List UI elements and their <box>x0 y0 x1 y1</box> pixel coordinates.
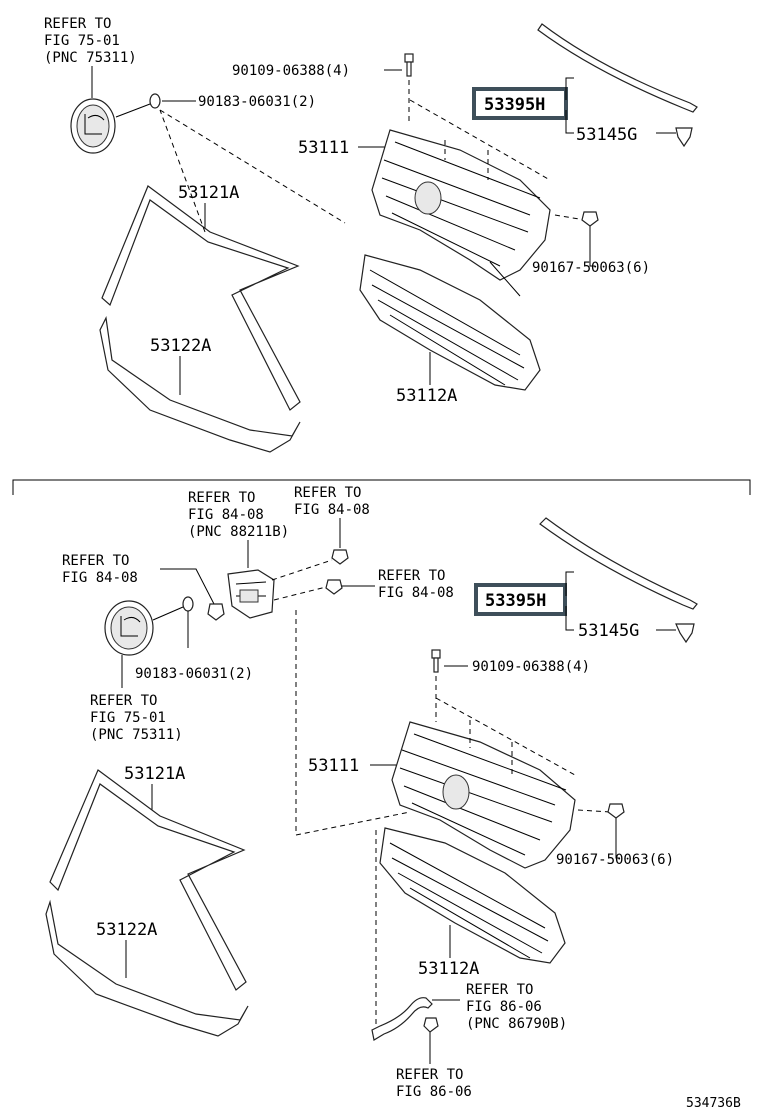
washer-90183-bottom <box>182 596 194 612</box>
bottom-ref-88211-line2[interactable]: FIG 84-08 <box>188 507 264 523</box>
nut-90167-top <box>581 211 599 227</box>
garnish-strip-bottom <box>539 517 698 610</box>
top-part-90183[interactable]: 90183-06031(2) <box>198 94 316 110</box>
bottom-part-53395h[interactable]: 53395H <box>485 591 546 611</box>
bottom-part-53112a[interactable]: 53112A <box>418 959 479 979</box>
bottom-ref-88211-line3[interactable]: (PNC 88211B) <box>188 524 289 540</box>
molding-53122a-top <box>99 316 301 453</box>
bottom-part-53145g[interactable]: 53145G <box>578 621 639 641</box>
top-53395h-box <box>472 87 568 120</box>
top-emblem-ref-line1[interactable]: REFER TO <box>44 16 111 32</box>
clip-53145g-top <box>675 127 693 148</box>
diagram-id: 534736B <box>686 1096 741 1111</box>
bottom-ref-86790-line3[interactable]: (PNC 86790B) <box>466 1016 567 1032</box>
bottom-ref-8408a-line2[interactable]: FIG 84-08 <box>294 502 370 518</box>
wire-harness-86790 <box>371 997 433 1041</box>
bottom-emblem-ref-line1[interactable]: REFER TO <box>90 693 157 709</box>
top-part-53145g[interactable]: 53145G <box>576 125 637 145</box>
lower-grille-53112a-top <box>359 254 541 391</box>
top-part-53121a[interactable]: 53121A <box>178 183 239 203</box>
bottom-53395h-box <box>474 583 567 616</box>
bottom-ref-86790-line2[interactable]: FIG 86-06 <box>466 999 542 1015</box>
grille-53111-bottom <box>391 721 576 869</box>
bottom-ref-8408c-line2[interactable]: FIG 84-08 <box>62 570 138 586</box>
bottom-part-90167[interactable]: 90167-50063(6) <box>556 852 674 868</box>
top-part-90109[interactable]: 90109-06388(4) <box>232 63 350 79</box>
bottom-ref-86790-line1[interactable]: REFER TO <box>466 982 533 998</box>
bottom-ref-8606-line1[interactable]: REFER TO <box>396 1067 463 1083</box>
top-emblem-ref-line3[interactable]: (PNC 75311) <box>44 50 137 66</box>
nut-90167-bottom <box>607 803 625 819</box>
molding-53122a-bottom <box>45 899 249 1037</box>
garnish-strip-top <box>537 23 698 113</box>
screw-90109-bottom <box>431 649 441 673</box>
bottom-ref-8408c-line1[interactable]: REFER TO <box>62 553 129 569</box>
screw-90109-top <box>404 53 414 77</box>
top-part-53122a[interactable]: 53122A <box>150 336 211 356</box>
bottom-ref-8606-line2[interactable]: FIG 86-06 <box>396 1084 472 1100</box>
bottom-ref-8408b-line1[interactable]: REFER TO <box>378 568 445 584</box>
nut-sensor-left <box>207 603 225 621</box>
bottom-ref-8408b-line2[interactable]: FIG 84-08 <box>378 585 454 601</box>
clip-harness <box>423 1017 439 1033</box>
top-part-90167[interactable]: 90167-50063(6) <box>532 260 650 276</box>
clip-sensor-upper <box>331 549 349 565</box>
bottom-emblem-ref-line2[interactable]: FIG 75-01 <box>90 710 166 726</box>
grille-53111-top <box>371 129 551 297</box>
section-divider <box>12 479 751 495</box>
bottom-section: REFER TO FIG 84-08 (PNC 88211B) REFER TO… <box>45 485 698 1100</box>
bottom-part-53122a[interactable]: 53122A <box>96 920 157 940</box>
bottom-part-53121a[interactable]: 53121A <box>124 764 185 784</box>
washer-90183-top <box>149 93 161 109</box>
bottom-part-90109[interactable]: 90109-06388(4) <box>472 659 590 675</box>
bottom-ref-88211-line1[interactable]: REFER TO <box>188 490 255 506</box>
molding-53121a-bottom <box>49 769 247 991</box>
top-part-53395h[interactable]: 53395H <box>484 95 545 115</box>
clip-sensor-lower <box>325 579 343 595</box>
clip-53145g-bottom <box>675 623 695 644</box>
emblem-bottom <box>104 600 154 656</box>
top-part-53112a[interactable]: 53112A <box>396 386 457 406</box>
bottom-emblem-ref-line3[interactable]: (PNC 75311) <box>90 727 183 743</box>
top-part-53111[interactable]: 53111 <box>298 138 349 158</box>
top-section: REFER TO FIG 75-01 (PNC 75311) 90183-060… <box>44 16 698 453</box>
emblem-top <box>70 98 116 154</box>
bottom-part-53111[interactable]: 53111 <box>308 756 359 776</box>
lower-grille-53112a-bottom <box>379 827 566 964</box>
molding-53121a-top <box>101 185 301 411</box>
top-emblem-ref-line2[interactable]: FIG 75-01 <box>44 33 120 49</box>
bottom-ref-8408a-line1[interactable]: REFER TO <box>294 485 361 501</box>
sensor-bracket-bottom <box>227 569 275 619</box>
bottom-part-90183[interactable]: 90183-06031(2) <box>135 666 253 682</box>
